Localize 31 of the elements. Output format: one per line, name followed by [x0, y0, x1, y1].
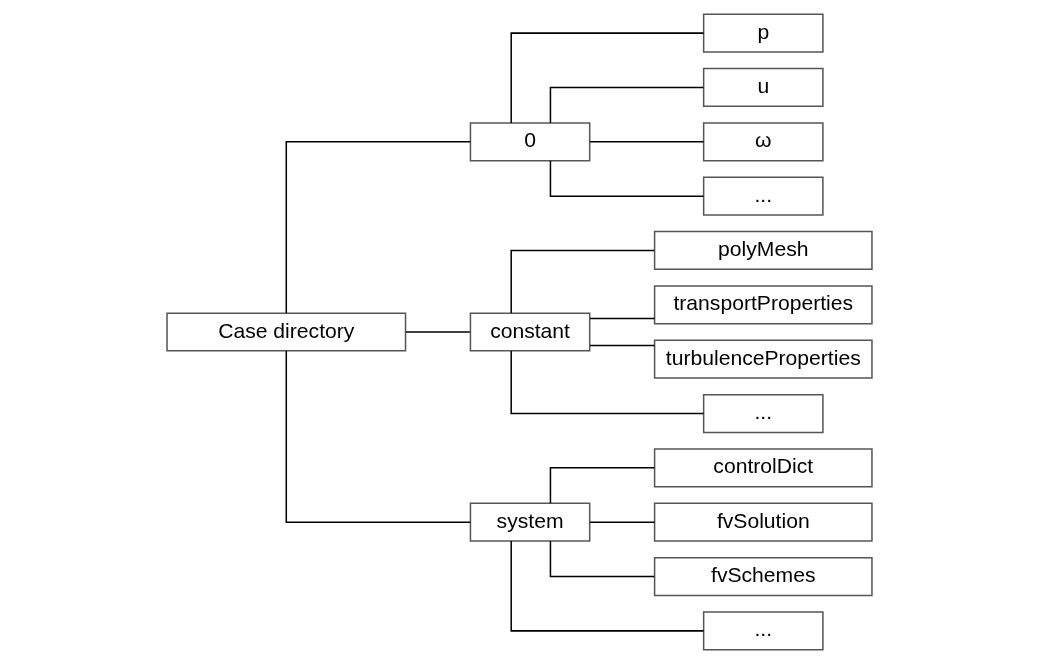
- node-box: ω: [702, 122, 824, 162]
- node-box: controlDict: [653, 448, 873, 488]
- connector: [509, 540, 704, 632]
- node-box: ...: [702, 611, 824, 651]
- node-box: ...: [702, 393, 824, 434]
- connector: [549, 86, 704, 124]
- node-box: u: [702, 67, 824, 108]
- node-box: fvSolution: [653, 502, 873, 542]
- node-box: ...: [702, 176, 824, 216]
- node-box: fvSchemes: [653, 556, 873, 597]
- connector: [509, 249, 655, 314]
- connector: [285, 350, 471, 523]
- node-box: Case directory: [165, 312, 406, 352]
- connector: [588, 521, 655, 523]
- connector: [509, 32, 704, 124]
- node-box: system: [469, 502, 590, 542]
- connector: [285, 141, 471, 314]
- connector: [549, 160, 704, 197]
- node-box: p: [702, 13, 824, 53]
- node-box: turbulenceProperties: [653, 339, 873, 379]
- connector: [588, 141, 704, 143]
- connector: [588, 344, 655, 347]
- connector: [509, 350, 704, 415]
- connector: [549, 540, 655, 578]
- connector: [404, 331, 471, 333]
- connector: [588, 317, 655, 320]
- node-box: polyMesh: [653, 230, 873, 271]
- node-box: transportProperties: [653, 285, 873, 325]
- node-box: constant: [469, 312, 590, 352]
- connector: [549, 467, 655, 504]
- node-box: 0: [469, 122, 590, 162]
